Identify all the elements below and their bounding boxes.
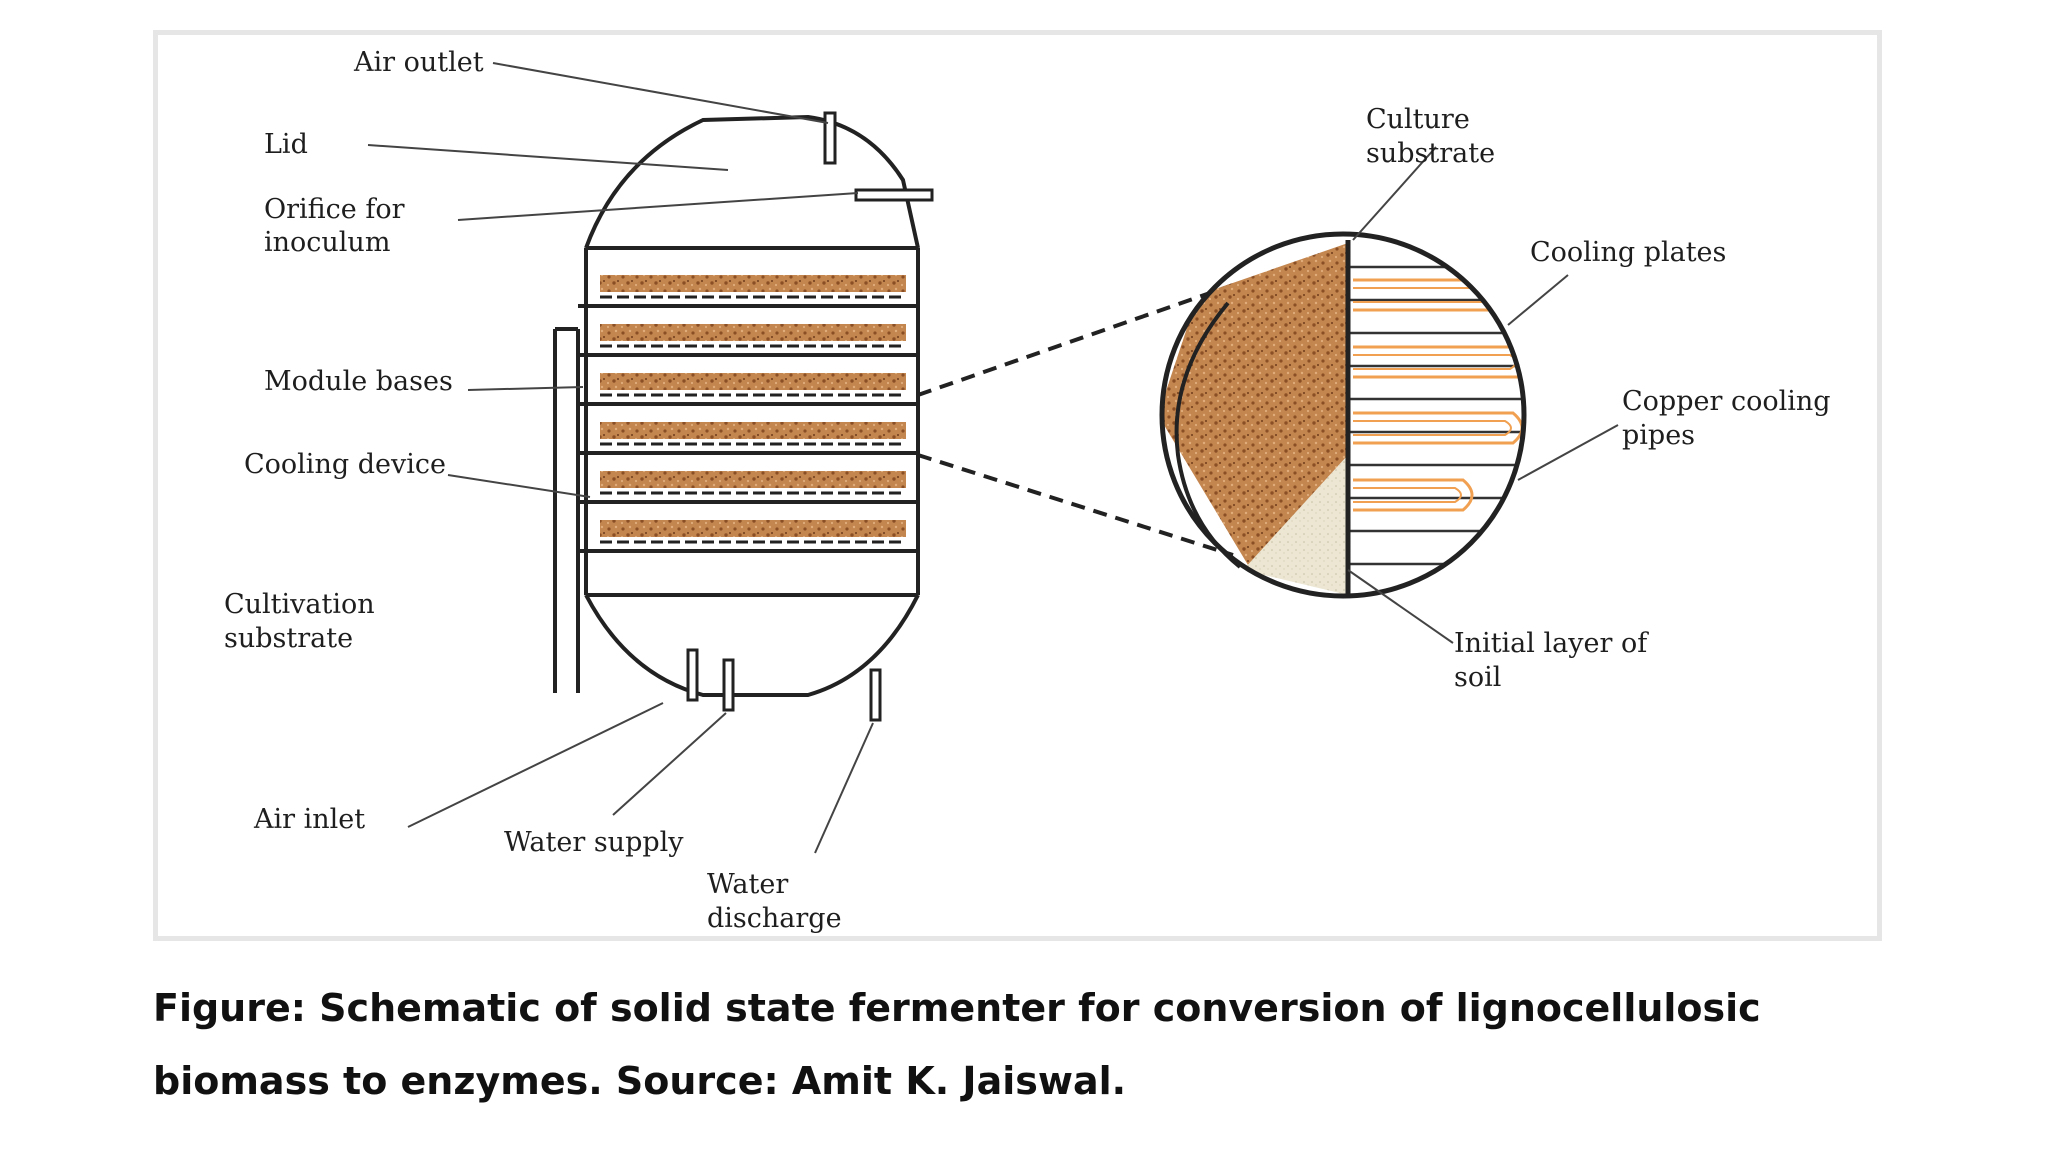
label-cooling-device: Cooling device <box>244 449 446 480</box>
diagram-figure: Air outlet Lid Orifice for inoculum Modu… <box>153 30 1882 941</box>
label-soil-line2: soil <box>1454 662 1501 693</box>
copper-cooling-pipe-inner <box>1353 420 1512 436</box>
substrate-layer <box>600 471 906 488</box>
label-water-discharge-line2: discharge <box>707 903 842 934</box>
water-discharge-pipe <box>869 668 882 722</box>
fermenter-schematic: Air outlet Lid Orifice for inoculum Modu… <box>224 47 1831 934</box>
vessel-lid <box>584 114 920 249</box>
label-cultivation-line1: Cultivation <box>224 589 375 620</box>
module-trays <box>578 275 918 553</box>
label-cultivation-line2: substrate <box>224 623 353 654</box>
substrate-tray <box>578 324 918 357</box>
label-water-discharge-line1: Water <box>707 869 788 900</box>
substrate-layer <box>600 275 906 292</box>
label-copper-line2: pipes <box>1622 420 1695 451</box>
cooling-device-column <box>553 327 580 693</box>
detail-inner-arc <box>1174 301 1242 569</box>
label-air-outlet: Air outlet <box>353 47 484 78</box>
copper-cooling-pipe-inner <box>1353 487 1462 503</box>
copper-cooling-pipe <box>1353 411 1524 445</box>
substrate-tray <box>578 275 918 308</box>
label-orifice-line1: Orifice for <box>264 194 405 225</box>
label-culture-line2: substrate <box>1366 138 1495 169</box>
detail-circle-outline <box>1159 231 1527 599</box>
vessel-bottom-dome <box>584 594 920 697</box>
label-module-bases: Module bases <box>264 366 453 397</box>
substrate-layer <box>600 422 906 439</box>
diagram-labels: Air outlet Lid Orifice for inoculum Modu… <box>224 47 1831 934</box>
substrate-layer <box>600 324 906 341</box>
water-supply-pipe <box>722 658 735 712</box>
label-soil-line1: Initial layer of <box>1454 628 1649 659</box>
zoom-lines <box>917 283 1234 557</box>
copper-cooling-pipe <box>1353 478 1474 512</box>
label-culture-line1: Culture <box>1366 104 1470 135</box>
soil-layer-wedge <box>1243 455 1348 595</box>
cooling-plates-group <box>1348 265 1524 566</box>
air-inlet-pipe <box>686 648 699 702</box>
substrate-tray <box>578 471 918 504</box>
figure-caption: Figure: Schematic of solid state ferment… <box>153 986 1761 1103</box>
leader-lines <box>367 62 1619 854</box>
magnified-detail <box>1159 231 1527 599</box>
substrate-tray <box>578 520 918 553</box>
label-water-supply: Water supply <box>504 827 684 858</box>
label-lid: Lid <box>264 129 308 160</box>
copper-cooling-pipe <box>1353 345 1524 379</box>
label-air-inlet: Air inlet <box>253 804 365 835</box>
label-copper-line1: Copper cooling <box>1622 386 1831 417</box>
label-orifice-line2: inoculum <box>264 227 390 258</box>
substrate-tray <box>578 373 918 406</box>
substrate-layer <box>600 520 906 537</box>
air-outlet-pipe <box>823 111 837 165</box>
inoculum-orifice <box>854 188 934 202</box>
substrate-tray <box>578 422 918 455</box>
label-cooling-plates: Cooling plates <box>1530 237 1726 268</box>
substrate-layer <box>600 373 906 390</box>
culture-substrate-wedge <box>1162 243 1348 565</box>
